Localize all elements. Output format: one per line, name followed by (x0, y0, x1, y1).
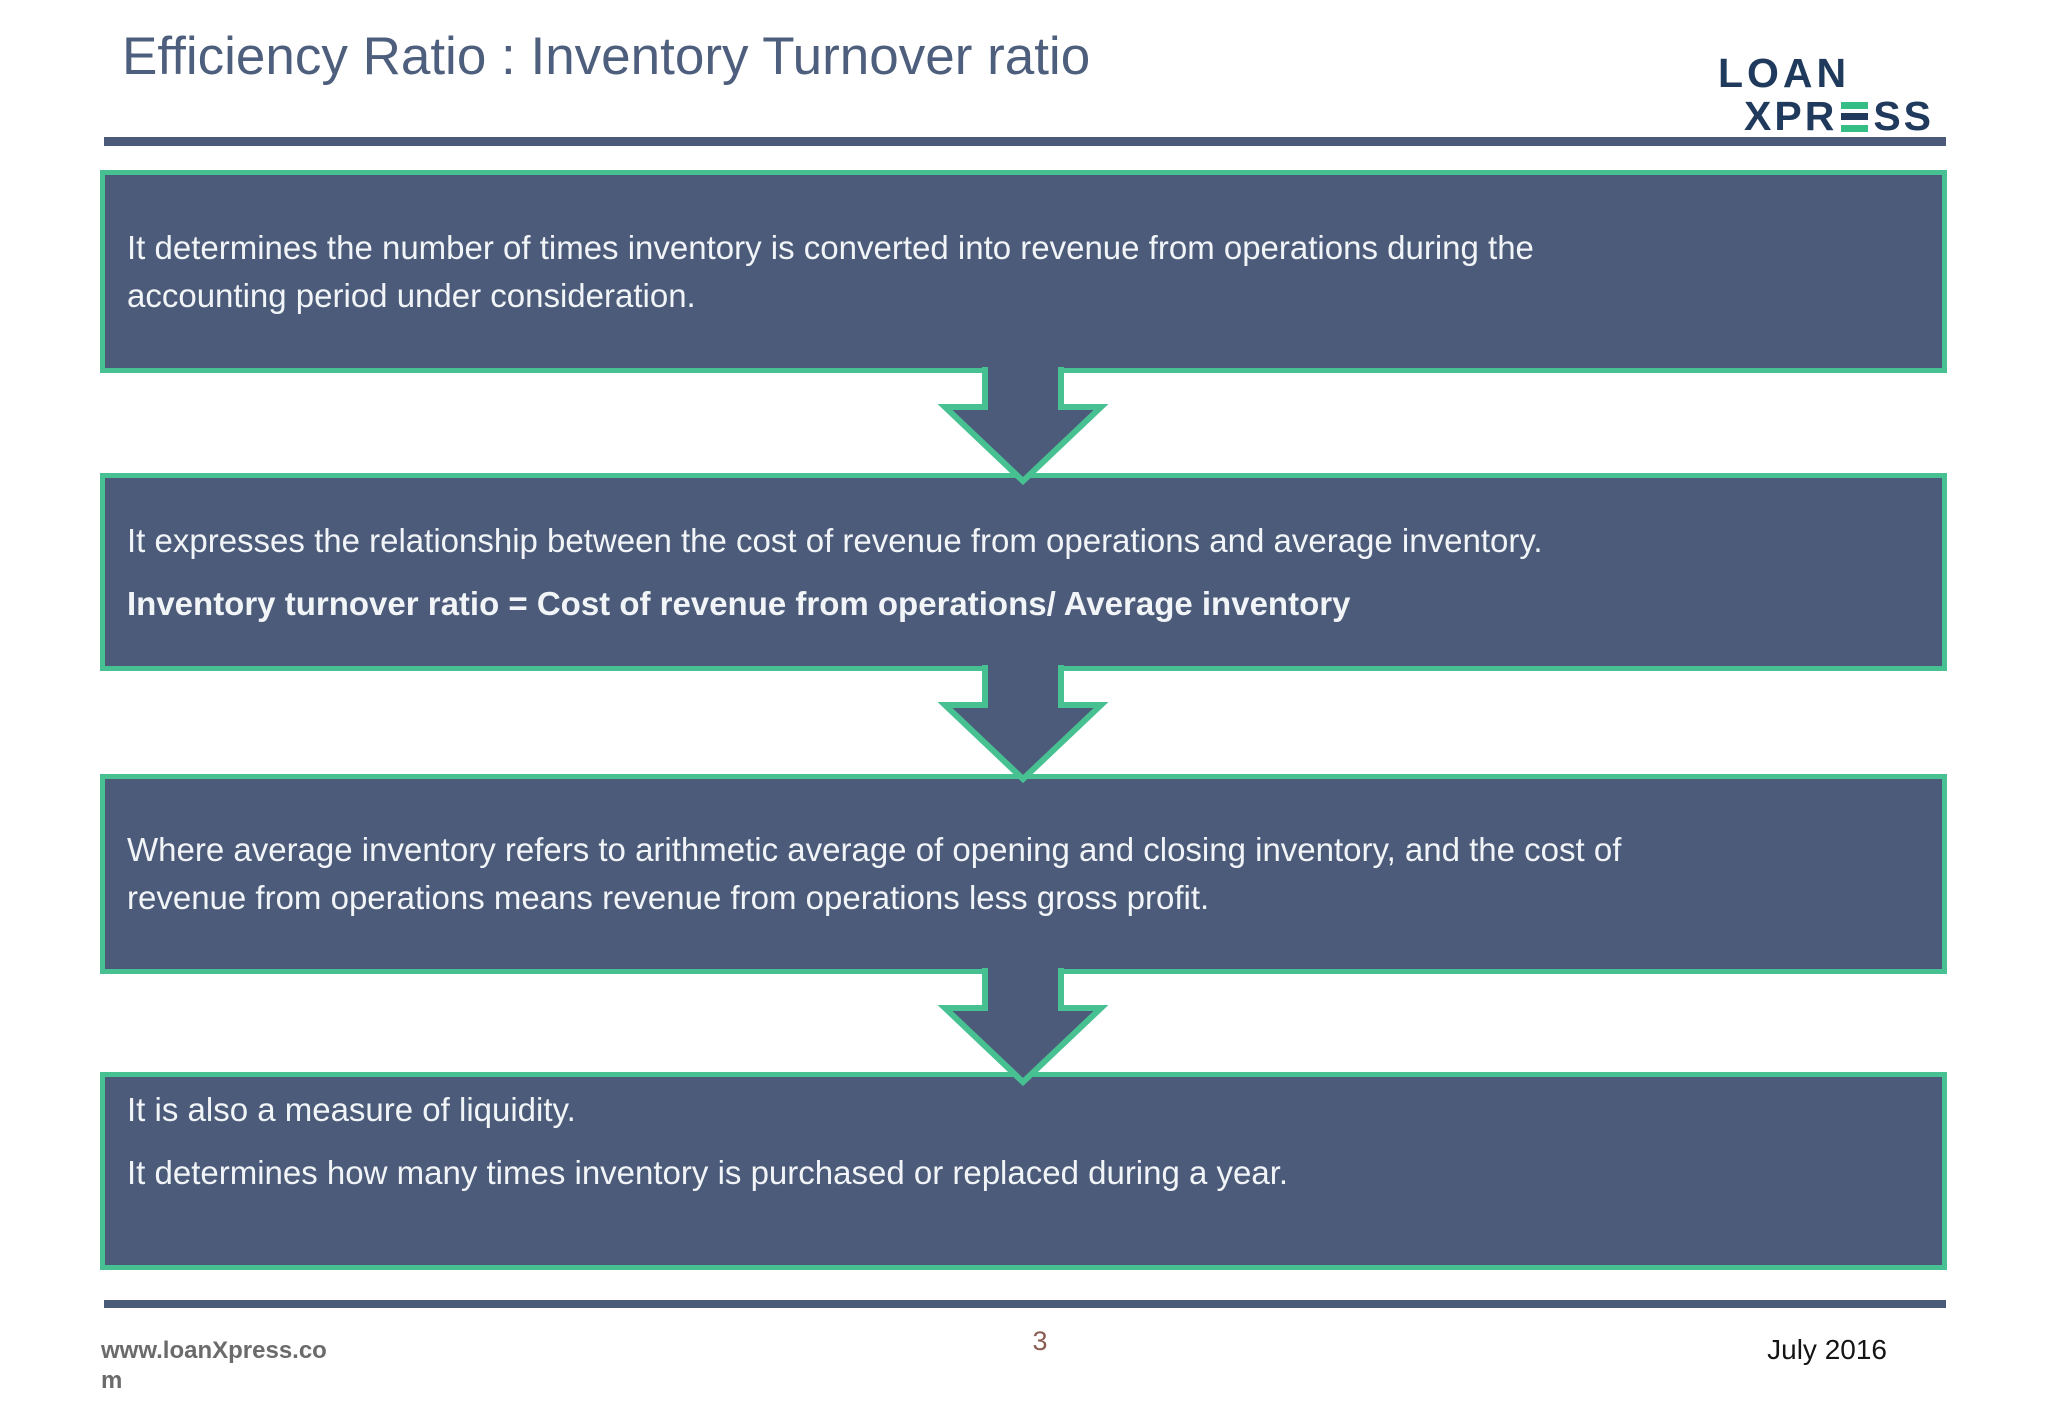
logo-text-ss: SS (1873, 93, 1935, 139)
box-text-line: accounting period under consideration. (127, 276, 696, 314)
content-box-definition: It determines the number of times invent… (100, 170, 1947, 373)
title-divider (104, 137, 1946, 146)
page-number: 3 (1032, 1326, 1048, 1356)
down-arrow-icon (938, 367, 1108, 485)
box-text-line: Inventory turnover ratio = Cost of reven… (127, 584, 1351, 622)
page-title: Efficiency Ratio : Inventory Turnover ra… (122, 27, 1091, 86)
website-url: www.loanXpress.co m (101, 1336, 327, 1396)
box-text-line: revenue from operations means revenue fr… (127, 879, 1210, 916)
logo-text-loan: LOAN (1718, 50, 1851, 96)
content-box-formula: It expresses the relationship between th… (100, 473, 1947, 671)
logo-text-xpress: XPR SS (1744, 93, 1934, 140)
website-url-line1: www.loanXpress.co (101, 1337, 327, 1364)
box-text-line: It expresses the relationship between th… (127, 521, 1543, 559)
content-box-liquidity: It is also a measure of liquidity. It det… (100, 1072, 1947, 1270)
down-arrow-icon (938, 665, 1108, 783)
logo-text-xpr: XPR (1744, 93, 1838, 139)
box-text-line: It is also a measure of liquidity. (127, 1090, 576, 1128)
content-box-average-inventory: Where average inventory refers to arithm… (100, 774, 1947, 974)
logo-stylized-e-icon (1841, 101, 1869, 132)
down-arrow-icon (938, 968, 1108, 1086)
website-url-line2: m (101, 1367, 123, 1394)
box-text-line: It determines the number of times invent… (127, 228, 1534, 266)
footer-date: July 2016 (1767, 1334, 1887, 1365)
box-text-line: Where average inventory refers to arithm… (127, 831, 1622, 868)
box-text-line: It determines how many times inventory i… (127, 1153, 1289, 1191)
footer-divider (104, 1300, 1946, 1308)
